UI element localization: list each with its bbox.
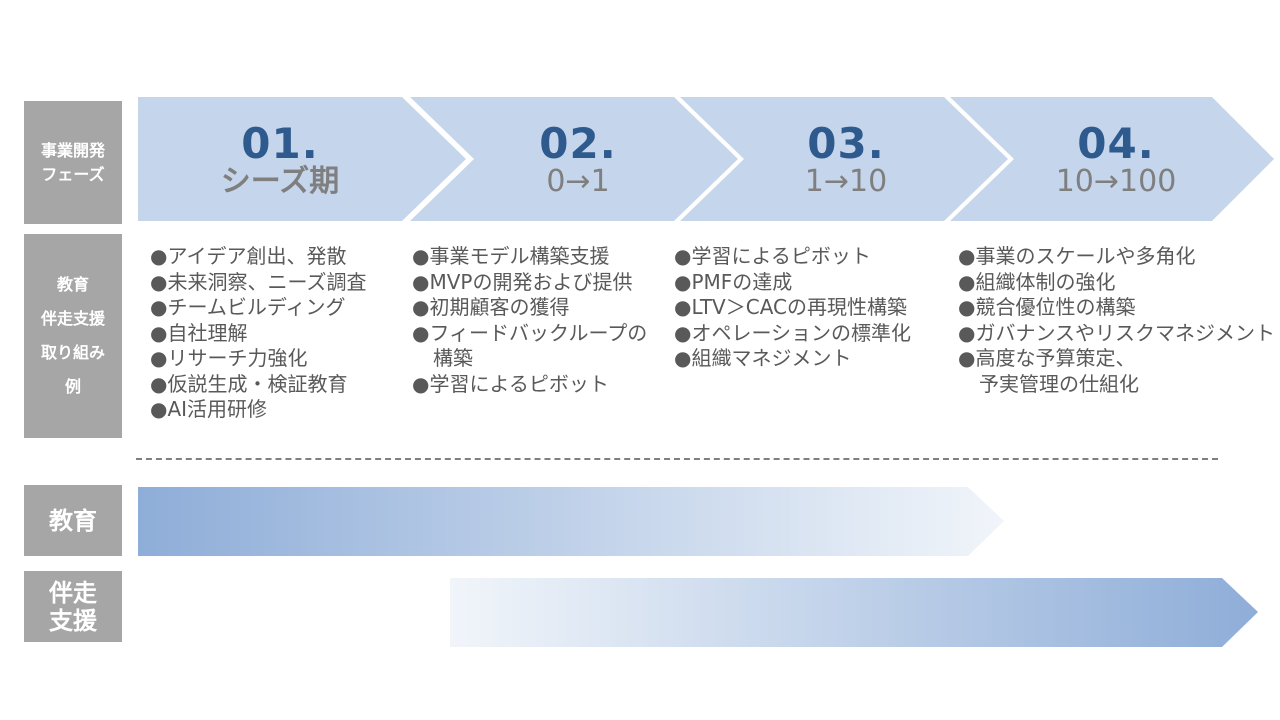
list-item: ●学習によるピボット xyxy=(412,371,609,396)
phase-2-text: 02. 0→1 xyxy=(478,118,678,218)
examples-label-line-3: 取り組み xyxy=(40,343,105,362)
phase-2-number: 02. xyxy=(539,119,617,168)
education-band-arrow xyxy=(138,487,1004,556)
phase-4-text: 04. 10→100 xyxy=(1016,118,1216,218)
list-item: ●チームビルディング xyxy=(150,295,346,319)
list-item: ●事業モデル構築支援 xyxy=(412,244,610,268)
list-item: ●競合優位性の構築 xyxy=(958,295,1136,319)
examples-column-3: ●学習によるピボット ●PMFの達成 ●LTV＞CACの再現性構築 ●オペレーシ… xyxy=(674,244,911,372)
phase-chevron-4 xyxy=(950,97,1274,221)
list-item-continuation: 構築 xyxy=(433,346,473,370)
list-item: ●オペレーションの標準化 xyxy=(674,320,912,345)
phase-3-subtitle: 1→10 xyxy=(804,164,888,199)
examples-label-line-1: 教育 xyxy=(56,275,89,294)
education-label-text: 教育 xyxy=(49,506,97,535)
examples-label-line-2: 伴走支援 xyxy=(40,309,105,328)
list-item: ●MVPの開発および提供 xyxy=(412,269,633,294)
phase-1-number: 01. xyxy=(241,119,319,168)
phase-label-line-2: フェーズ xyxy=(41,164,105,184)
list-item: ●ガバナンスやリスクマネジメント xyxy=(958,320,1276,345)
list-item: ●仮説生成・検証教育 xyxy=(150,371,348,396)
phase-chevron-2 xyxy=(410,97,738,221)
list-item: ●高度な予算策定、 xyxy=(958,346,1136,370)
list-item: ●フィードバックループの xyxy=(412,320,648,345)
support-label: 伴走 支援 xyxy=(24,571,122,642)
phase-3-number: 03. xyxy=(807,119,885,168)
examples-label-line-4: 例 xyxy=(64,377,81,396)
phase-chevron-3 xyxy=(680,97,1008,221)
list-item: ●自社理解 xyxy=(150,320,248,345)
phase-4-number: 04. xyxy=(1077,119,1155,168)
list-item-continuation: 予実管理の仕組化 xyxy=(979,371,1139,396)
phase-1-subtitle: シーズ期 xyxy=(220,164,340,199)
support-label-line-1: 伴走 xyxy=(49,578,97,607)
examples-column-2: ●事業モデル構築支援 ●MVPの開発および提供 ●初期顧客の獲得 ●フィードバッ… xyxy=(412,244,647,397)
list-item: ●未来洞察、ニーズ調査 xyxy=(150,269,367,294)
support-band-arrow xyxy=(450,578,1258,647)
list-item: ●組織体制の強化 xyxy=(958,269,1116,294)
list-item: ●AI活用研修 xyxy=(150,397,268,421)
education-label: 教育 xyxy=(24,485,122,556)
examples-column-1: ●アイデア創出、発散 ●未来洞察、ニーズ調査 ●チームビルディング ●自社理解 … xyxy=(150,244,366,423)
examples-column-4: ●事業のスケールや多角化 ●組織体制の強化 ●競合優位性の構築 ●ガバナンスやリ… xyxy=(958,244,1275,397)
list-item: ●アイデア創出、発散 xyxy=(150,244,347,268)
list-item: ●PMFの達成 xyxy=(674,269,793,294)
dashed-divider xyxy=(136,458,1218,460)
phase-1-text: 01. シーズ期 xyxy=(180,118,380,218)
phase-2-subtitle: 0→1 xyxy=(546,164,610,199)
list-item: ●リサーチ力強化 xyxy=(150,346,308,370)
support-label-line-2: 支援 xyxy=(49,606,97,635)
examples-row-label: 教育 伴走支援 取り組み 例 xyxy=(24,234,122,438)
phase-label-line-1: 事業開発 xyxy=(40,140,105,160)
list-item: ●初期顧客の獲得 xyxy=(412,295,570,319)
phase-row-label: 事業開発 フェーズ xyxy=(24,101,122,224)
phase-chevron-1 xyxy=(138,97,466,221)
list-item: ●事業のスケールや多角化 xyxy=(958,244,1196,268)
list-item: ●組織マネジメント xyxy=(674,346,852,370)
list-item: ●学習によるピボット xyxy=(674,244,871,268)
phase-3-text: 03. 1→10 xyxy=(746,118,946,218)
list-item: ●LTV＞CACの再現性構築 xyxy=(674,295,907,319)
phase-4-subtitle: 10→100 xyxy=(1055,164,1177,199)
